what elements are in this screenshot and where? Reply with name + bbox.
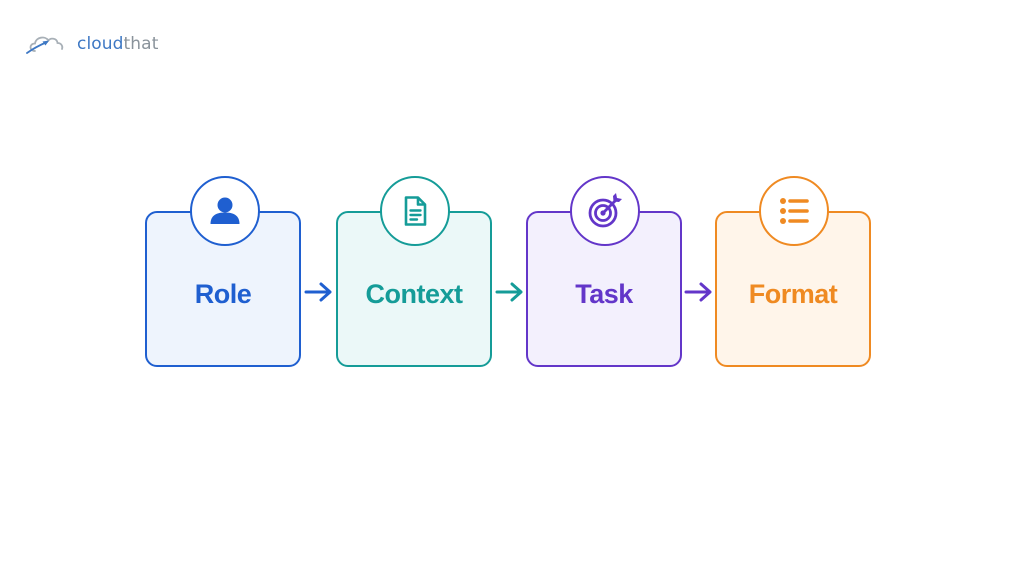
step-badge-role [190, 176, 260, 246]
arrow-right-icon [684, 282, 712, 302]
step-label-context: Context [365, 279, 464, 309]
flow-arrow-2 [494, 280, 526, 304]
step-badge-context [380, 176, 450, 246]
arrow-right-icon [304, 282, 332, 302]
cloud-plane-icon [26, 36, 64, 54]
arrow-right-icon [495, 282, 523, 302]
step-label-task: Task [575, 279, 633, 309]
target-icon [588, 193, 622, 228]
brand-name: cloudthat [77, 34, 159, 54]
user-icon [210, 197, 240, 224]
flow-arrow-3 [683, 280, 715, 304]
list-icon [780, 198, 809, 224]
brand-logo: cloudthat [26, 31, 158, 57]
document-icon [404, 196, 427, 226]
step-label-format: Format [748, 279, 838, 309]
step-label-role: Role [194, 279, 252, 309]
step-badge-task [570, 176, 640, 246]
flow-arrow-1 [303, 280, 335, 304]
step-badge-format [759, 176, 829, 246]
